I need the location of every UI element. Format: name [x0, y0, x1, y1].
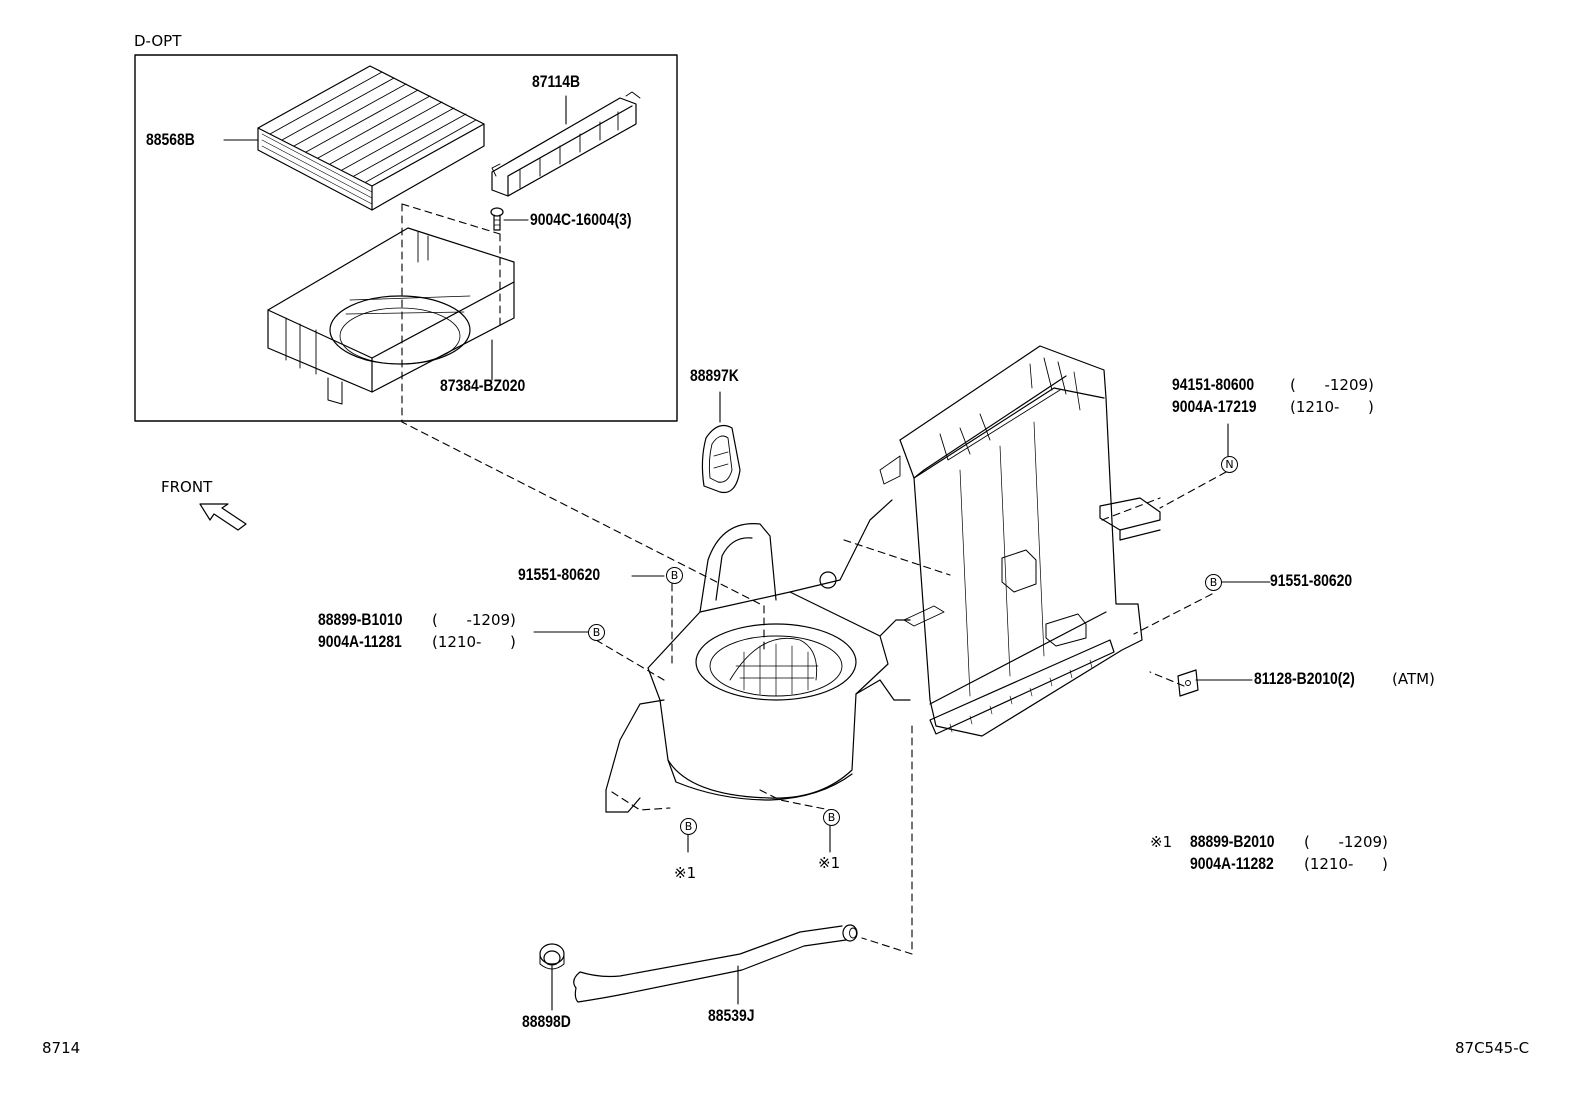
part-94151-80600-label[interactable]: 94151-80600 — [1172, 375, 1255, 394]
part-9004A-17219-label[interactable]: 9004A-17219 — [1172, 397, 1257, 416]
marker-b-lower-right: B — [823, 809, 840, 826]
case-87384-drawing — [267, 227, 515, 405]
part-88899-B2010-range: ( -1209) — [1304, 833, 1388, 851]
part-88898D-label[interactable]: 88898D — [522, 1012, 571, 1031]
blower-unit-drawing — [605, 345, 1161, 813]
part-9004A-17219-range: (1210- ) — [1290, 398, 1374, 416]
part-9004A-11281-range: (1210- ) — [432, 633, 516, 651]
part-91551-80620-right-label[interactable]: 91551-80620 — [1270, 571, 1353, 590]
leader-lines — [223, 95, 1271, 1011]
part-88568B-label[interactable]: 88568B — [146, 130, 195, 149]
part-87114B-label[interactable]: 87114B — [532, 72, 581, 91]
marker-b-91551-left: B — [666, 567, 683, 584]
note1-mark-legend: ※1 — [1150, 833, 1173, 851]
footer-page-code: 8714 — [42, 1039, 81, 1057]
d-opt-frame — [134, 54, 678, 422]
part-91551-80620-left-label[interactable]: 91551-80620 — [518, 565, 601, 584]
filter-88568B-drawing — [257, 65, 485, 211]
marker-n-94151: N — [1221, 456, 1238, 473]
part-81128-B2010-label[interactable]: 81128-B2010(2) — [1254, 669, 1355, 688]
part-9004A-11281-label[interactable]: 9004A-11281 — [318, 632, 402, 651]
grommet-88898D-drawing — [539, 943, 565, 970]
part-81128-atm-note: (ATM) — [1392, 670, 1435, 688]
footer-figure-code: 87C545-C — [1455, 1039, 1530, 1057]
note1-mark-right: ※1 — [818, 854, 841, 872]
part-87384-BZ020-label[interactable]: 87384-BZ020 — [440, 376, 526, 395]
marker-b-88899-b1010: B — [588, 624, 605, 641]
part-94151-80600-range: ( -1209) — [1290, 376, 1374, 394]
screw-9004C-drawing — [490, 207, 504, 231]
cover-87114B-drawing — [491, 91, 641, 197]
note1-mark-left: ※1 — [674, 864, 697, 882]
front-arrow — [199, 503, 247, 531]
part-9004A-11282-range: (1210- ) — [1304, 855, 1388, 873]
marker-b-91551-right: B — [1205, 574, 1222, 591]
part-88899-B1010-label[interactable]: 88899-B1010 — [318, 610, 403, 629]
part-88539J-label[interactable]: 88539J — [708, 1006, 755, 1025]
part-9004A-11282-label[interactable]: 9004A-11282 — [1190, 854, 1274, 873]
seal-88897K-drawing — [701, 425, 741, 494]
clip-81128-drawing — [1177, 669, 1199, 697]
part-88899-B1010-range: ( -1209) — [432, 611, 516, 629]
part-9004C-16004-label[interactable]: 9004C-16004(3) — [530, 210, 632, 229]
marker-b-lower-left: B — [680, 818, 697, 835]
d-opt-label: D-OPT — [134, 32, 182, 50]
front-label: FRONT — [161, 478, 213, 496]
part-88897K-label[interactable]: 88897K — [690, 366, 739, 385]
assembly-lines — [401, 203, 1227, 955]
part-88899-B2010-label[interactable]: 88899-B2010 — [1190, 832, 1275, 851]
hose-88539J-drawing — [573, 924, 858, 1003]
